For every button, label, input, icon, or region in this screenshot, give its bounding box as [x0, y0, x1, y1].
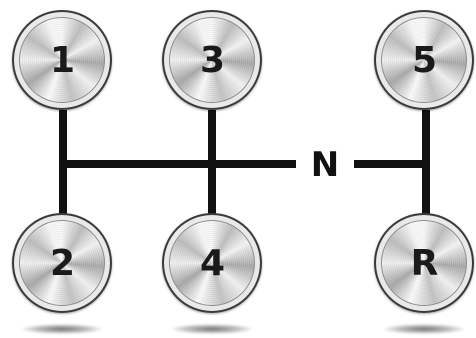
- gear-knob-r: R: [374, 213, 474, 313]
- gear-label-4: 4: [199, 242, 225, 284]
- gear-knob-4: 4: [162, 213, 262, 313]
- gear-knob-5: 5: [374, 10, 474, 110]
- gate-line-vertical-right: [422, 110, 430, 218]
- gear-label-2: 2: [49, 242, 75, 284]
- gear-label-3: 3: [199, 39, 225, 81]
- gate-line-horizontal-left: [59, 160, 302, 168]
- knob-shadow-2: [22, 324, 102, 334]
- gear-label-5: 5: [411, 39, 437, 81]
- knob-shadow-4: [172, 324, 252, 334]
- gear-knob-2: 2: [12, 213, 112, 313]
- gate-line-vertical-middle: [208, 110, 216, 218]
- gear-knob-3: 3: [162, 10, 262, 110]
- gear-label-r: R: [410, 242, 439, 284]
- gear-knob-1: 1: [12, 10, 112, 110]
- neutral-label: N: [296, 142, 354, 188]
- knob-shadow-r: [384, 324, 464, 334]
- gate-line-horizontal-right: [352, 160, 430, 168]
- gate-line-vertical-left: [59, 110, 67, 218]
- gear-label-1: 1: [49, 39, 75, 81]
